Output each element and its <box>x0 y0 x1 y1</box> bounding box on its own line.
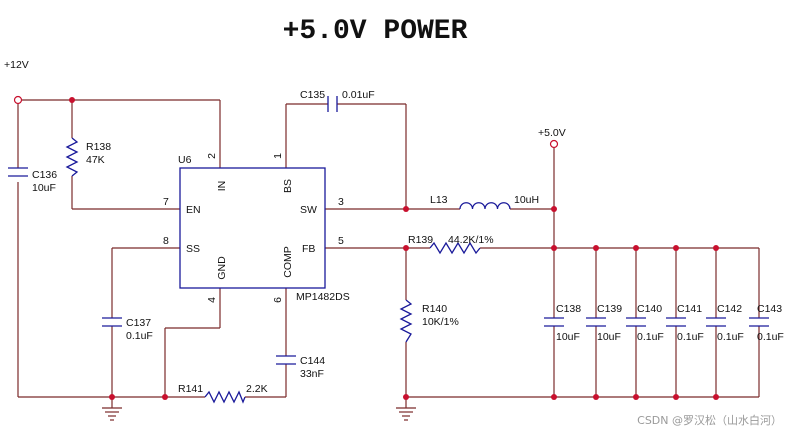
c144-value: 33nF <box>300 368 324 380</box>
pin-number-5: 5 <box>338 235 344 247</box>
ic-u6: U6 MP1482DS IN BS EN SW SS FB GND COMP 2… <box>163 153 350 303</box>
resistor-r140: R140 10K/1% <box>399 299 459 343</box>
capacitor-c143: C143 0.1uF <box>749 303 784 343</box>
junction-dot <box>403 206 409 212</box>
c139-value: 10uF <box>597 331 621 343</box>
pin-name-en: EN <box>186 204 201 216</box>
junction-dot <box>551 206 557 212</box>
c140-value: 0.1uF <box>637 331 664 343</box>
junction-dot <box>403 245 409 251</box>
c144-ref: C144 <box>300 355 325 367</box>
junction-dot <box>713 245 719 251</box>
resistor-r139: R139 44.2K/1% <box>408 234 494 255</box>
l13-value: 10uH <box>514 194 539 206</box>
pin-number-7: 7 <box>163 196 169 208</box>
c143-ref: C143 <box>757 303 782 315</box>
junction-dot <box>633 394 639 400</box>
c142-value: 0.1uF <box>717 331 744 343</box>
junction-dot <box>551 394 557 400</box>
junctions <box>69 97 719 400</box>
junction-dot <box>69 97 75 103</box>
ic-ref: U6 <box>178 154 192 166</box>
c140-ref: C140 <box>637 303 662 315</box>
c141-value: 0.1uF <box>677 331 704 343</box>
capacitor-c142: C142 0.1uF <box>706 303 744 343</box>
pin-number-8: 8 <box>163 235 169 247</box>
inductor-l13: L13 10uH <box>430 194 539 210</box>
junction-dot <box>162 394 168 400</box>
ground-symbol <box>396 407 416 421</box>
c141-ref: C141 <box>677 303 702 315</box>
c138-ref: C138 <box>556 303 581 315</box>
rail-label-5v: +5.0V <box>538 127 566 139</box>
r138-ref: R138 <box>86 141 111 153</box>
c135-value: 0.01uF <box>342 89 375 101</box>
resistor-r141: R141 2.2K <box>178 383 268 404</box>
junction-dot <box>713 394 719 400</box>
c143-value: 0.1uF <box>757 331 784 343</box>
watermark: CSDN @罗汉松（山水白河） <box>637 413 782 427</box>
l13-ref: L13 <box>430 194 448 206</box>
c139-ref: C139 <box>597 303 622 315</box>
capacitor-c135: C135 0.01uF <box>300 89 375 112</box>
c138-value: 10uF <box>556 331 580 343</box>
junction-dot <box>403 394 409 400</box>
pin-name-fb: FB <box>302 243 315 255</box>
pin-name-gnd: GND <box>216 256 228 280</box>
r140-ref: R140 <box>422 303 447 315</box>
r141-ref: R141 <box>178 383 203 395</box>
c136-value: 10uF <box>32 182 56 194</box>
pin-number-2: 2 <box>206 153 218 159</box>
capacitor-c140: C140 0.1uF <box>626 303 664 343</box>
capacitor-c144: C144 33nF <box>276 355 325 380</box>
pin-name-in: IN <box>216 181 228 192</box>
wires <box>17 99 760 408</box>
ic-part-number: MP1482DS <box>296 291 350 303</box>
capacitor-c139: C139 10uF <box>586 303 622 343</box>
ground-symbol <box>102 407 122 421</box>
pin-number-1: 1 <box>272 153 284 159</box>
c135-ref: C135 <box>300 89 325 101</box>
pin-name-ss: SS <box>186 243 200 255</box>
capacitor-c136: C136 10uF <box>8 167 57 194</box>
pin-number-4: 4 <box>206 297 218 303</box>
junction-dot <box>633 245 639 251</box>
r139-ref: R139 <box>408 234 433 246</box>
pin-name-comp: COMP <box>282 246 294 278</box>
c137-value: 0.1uF <box>126 330 153 342</box>
junction-dot <box>593 245 599 251</box>
junction-dot <box>673 245 679 251</box>
resistor-r138: R138 47K <box>65 137 111 177</box>
rail-label-12v: +12V <box>4 59 29 71</box>
pin-name-sw: SW <box>300 204 317 216</box>
power-port-5v: +5.0V <box>538 127 566 149</box>
power-port-12v: +12V <box>4 59 29 105</box>
c137-ref: C137 <box>126 317 151 329</box>
r140-value: 10K/1% <box>422 316 459 328</box>
capacitor-c141: C141 0.1uF <box>666 303 704 343</box>
pin-number-6: 6 <box>272 297 284 303</box>
r139-value: 44.2K/1% <box>448 234 494 246</box>
c142-ref: C142 <box>717 303 742 315</box>
junction-dot <box>551 245 557 251</box>
capacitor-c138: C138 10uF <box>544 303 581 343</box>
junction-dot <box>109 394 115 400</box>
junction-dot <box>593 394 599 400</box>
r141-value: 2.2K <box>246 383 268 395</box>
c136-ref: C136 <box>32 169 57 181</box>
pin-number-3: 3 <box>338 196 344 208</box>
pin-name-bs: BS <box>282 179 294 193</box>
junction-dot <box>673 394 679 400</box>
capacitor-c137: C137 0.1uF <box>102 317 153 342</box>
page-title: +5.0V POWER <box>283 16 468 47</box>
r138-value: 47K <box>86 154 105 166</box>
